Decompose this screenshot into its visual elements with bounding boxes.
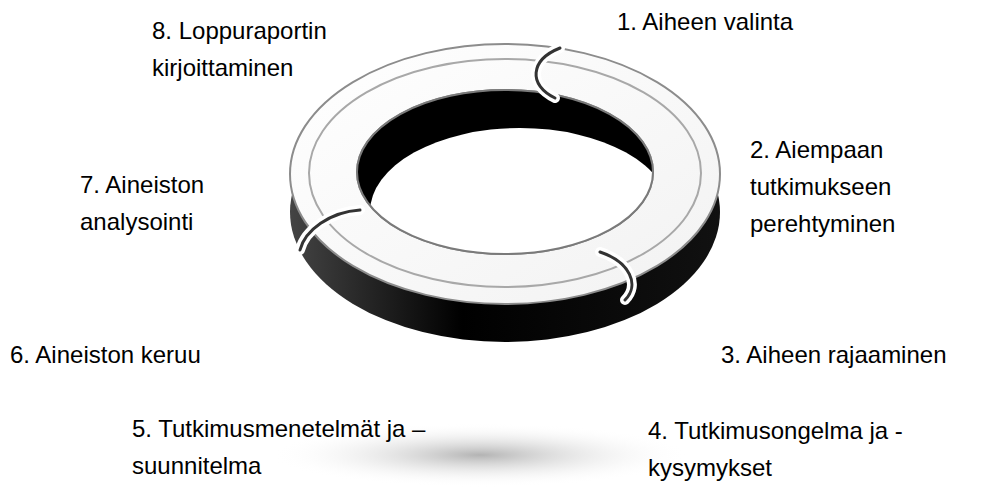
step-label: 6. Aineiston keruu [10, 336, 270, 373]
step-label: 1. Aiheen valinta [617, 3, 947, 40]
step-label: 7. Aineiston analysointi [80, 166, 245, 240]
step-label: 4. Tutkimusongelma ja - kysymykset [648, 412, 996, 486]
ring-hole-edge [357, 90, 653, 254]
step-label: 5. Tutkimusmenetelmät ja –suunnitelma [132, 410, 462, 484]
segment-gaps [300, 48, 632, 300]
ring-top [290, 44, 720, 304]
step-label: 3. Aiheen rajaaminen [721, 336, 996, 373]
step-label: 2. Aiempaan tutkimukseen perehtyminen [750, 131, 928, 242]
step-label: 8. Loppuraportin kirjoittaminen [152, 12, 367, 86]
